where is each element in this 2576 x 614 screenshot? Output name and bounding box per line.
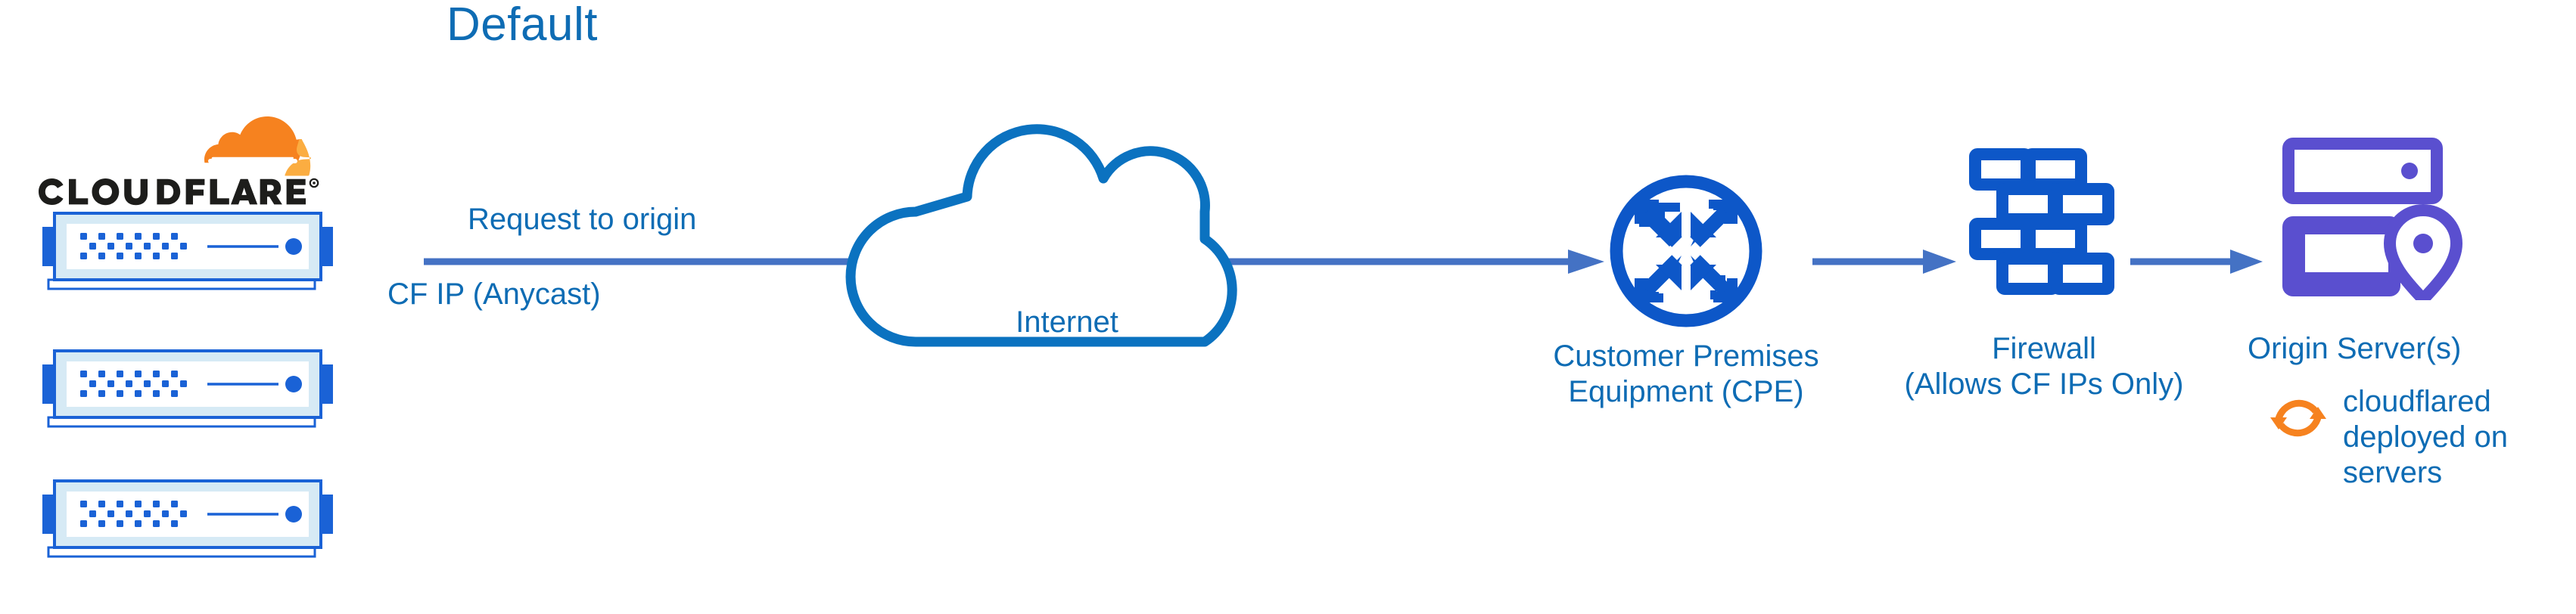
internet-label: Internet bbox=[1016, 305, 1118, 339]
origin-server-label: Origin Server(s) bbox=[2248, 332, 2462, 365]
cloudflared-note: cloudflared deployed on servers bbox=[2267, 384, 2576, 492]
arrow-firewall-to-origin bbox=[2130, 250, 2263, 274]
cf-ip-anycast-label: CF IP (Anycast) bbox=[387, 278, 601, 311]
router-four-arrows-circle-icon bbox=[1610, 175, 1762, 327]
page-title: Default bbox=[446, 0, 598, 51]
firewall-label: Firewall (Allows CF IPs Only) bbox=[1904, 332, 2184, 402]
cloudflare-logo bbox=[36, 113, 339, 213]
cloudflared-note-text: cloudflared deployed on servers bbox=[2343, 385, 2508, 490]
cloud-outline-icon bbox=[845, 124, 1237, 347]
server-rack-unit bbox=[42, 479, 333, 558]
cloudflare-wordmark-icon bbox=[39, 178, 319, 206]
server-rack-unit bbox=[42, 349, 333, 428]
arrow-cpe-to-firewall bbox=[1812, 250, 1956, 274]
cpe-label: Customer Premises Equipment (CPE) bbox=[1553, 340, 1819, 409]
server-stack-location-pin-icon bbox=[2282, 138, 2462, 300]
sync-arrows-icon bbox=[2270, 399, 2326, 437]
server-rack-unit bbox=[42, 212, 333, 290]
brick-wall-firewall-icon bbox=[1969, 148, 2114, 295]
request-to-origin-label: Request to origin bbox=[468, 203, 697, 236]
cloudflare-cloud-logo-icon bbox=[204, 116, 312, 176]
